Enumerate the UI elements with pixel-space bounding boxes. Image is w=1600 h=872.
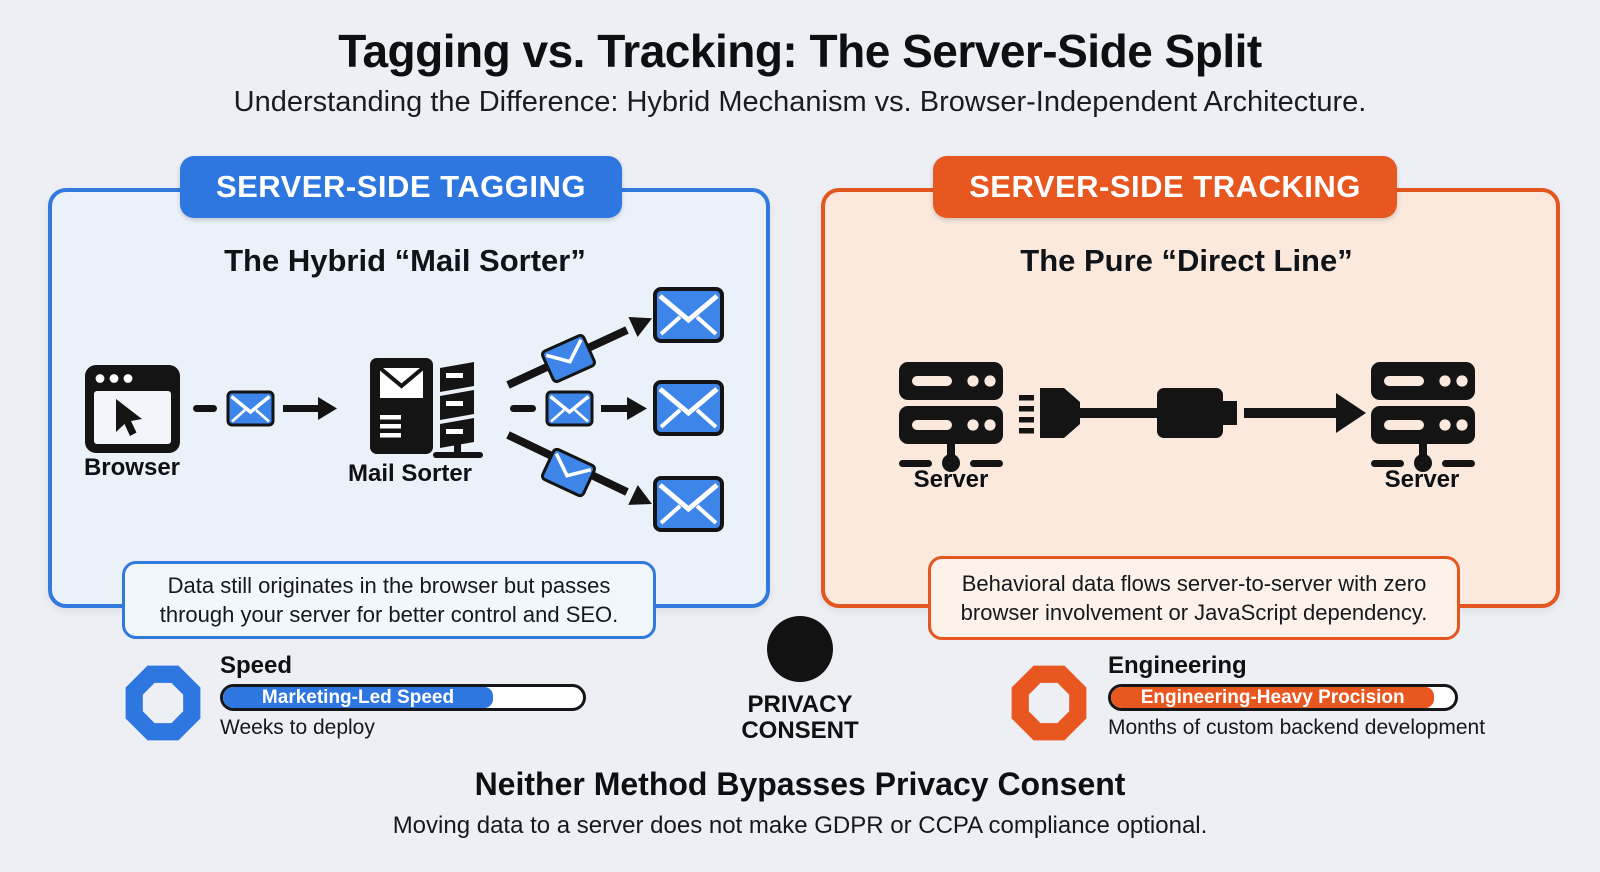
server-left-label: Server xyxy=(913,466,989,493)
envelope-icon xyxy=(653,380,724,436)
tagging-note-text: Data still originates in the browser but… xyxy=(159,572,619,627)
fan-middle xyxy=(510,380,724,436)
tracking-flow-diagram xyxy=(899,362,1475,472)
flow-dash xyxy=(193,405,217,412)
engineering-progress-bar: Engineering-Heavy Procision xyxy=(1108,684,1458,711)
server-icon xyxy=(1371,362,1475,472)
privacy-consent-label: PRIVACY CONSENT xyxy=(741,691,859,745)
tagging-note: Data still originates in the browser but… xyxy=(122,561,656,639)
envelope-icon xyxy=(540,447,597,498)
tracking-note-text: Behavioral data flows server-to-server w… xyxy=(960,570,1428,625)
envelope-icon xyxy=(545,390,594,427)
arrow-icon xyxy=(1244,393,1366,433)
arrow-icon xyxy=(283,397,337,420)
speed-caption: Weeks to deploy xyxy=(220,716,375,739)
page-title: Tagging vs. Tracking: The Server-Side Sp… xyxy=(338,25,1262,77)
server-right-label: Server xyxy=(1384,466,1460,493)
engineering-bar-label: Engineering-Heavy Procision xyxy=(1140,686,1405,708)
engineering-caption: Months of custom backend development xyxy=(1108,716,1486,739)
envelope-icon xyxy=(541,334,596,383)
footer-subtext: Moving data to a server does not make GD… xyxy=(392,812,1208,839)
mail-sorter-icon xyxy=(370,358,483,458)
fan-bottom xyxy=(506,431,724,532)
engineering-progress-fill: Engineering-Heavy Procision xyxy=(1111,686,1435,708)
tagging-flow-diagram xyxy=(85,287,724,532)
mail-sorter-label: Mail Sorter xyxy=(347,460,473,487)
speed-octagon-icon xyxy=(125,665,201,741)
envelope-icon xyxy=(653,476,724,532)
speed-progress-fill: Marketing-Led Speed xyxy=(223,687,493,708)
envelope-icon xyxy=(653,287,724,343)
server-icon xyxy=(899,362,1003,472)
page-subtitle: Understanding the Difference: Hybrid Mec… xyxy=(233,86,1367,118)
tracking-panel-title: The Pure “Direct Line” xyxy=(1020,243,1353,278)
tracking-note: Behavioral data flows server-to-server w… xyxy=(928,556,1460,640)
speed-heading: Speed xyxy=(220,652,293,679)
speed-progress-bar: Marketing-Led Speed xyxy=(220,684,586,711)
engineering-octagon-icon xyxy=(1011,665,1087,741)
footer-heading: Neither Method Bypasses Privacy Consent xyxy=(474,766,1126,802)
cable-plug-icon xyxy=(1019,388,1237,438)
engineering-heading: Engineering xyxy=(1108,652,1247,679)
tagging-panel-title: The Hybrid “Mail Sorter” xyxy=(224,243,586,278)
fan-top xyxy=(506,287,724,389)
privacy-dot-icon xyxy=(767,616,833,682)
browser-icon xyxy=(85,365,180,453)
tagging-badge: SERVER-SIDE TAGGING xyxy=(180,156,622,218)
tracking-badge: SERVER-SIDE TRACKING xyxy=(933,156,1397,218)
speed-bar-label: Marketing-Led Speed xyxy=(261,686,455,708)
browser-label: Browser xyxy=(83,454,181,481)
envelope-icon xyxy=(226,390,275,427)
